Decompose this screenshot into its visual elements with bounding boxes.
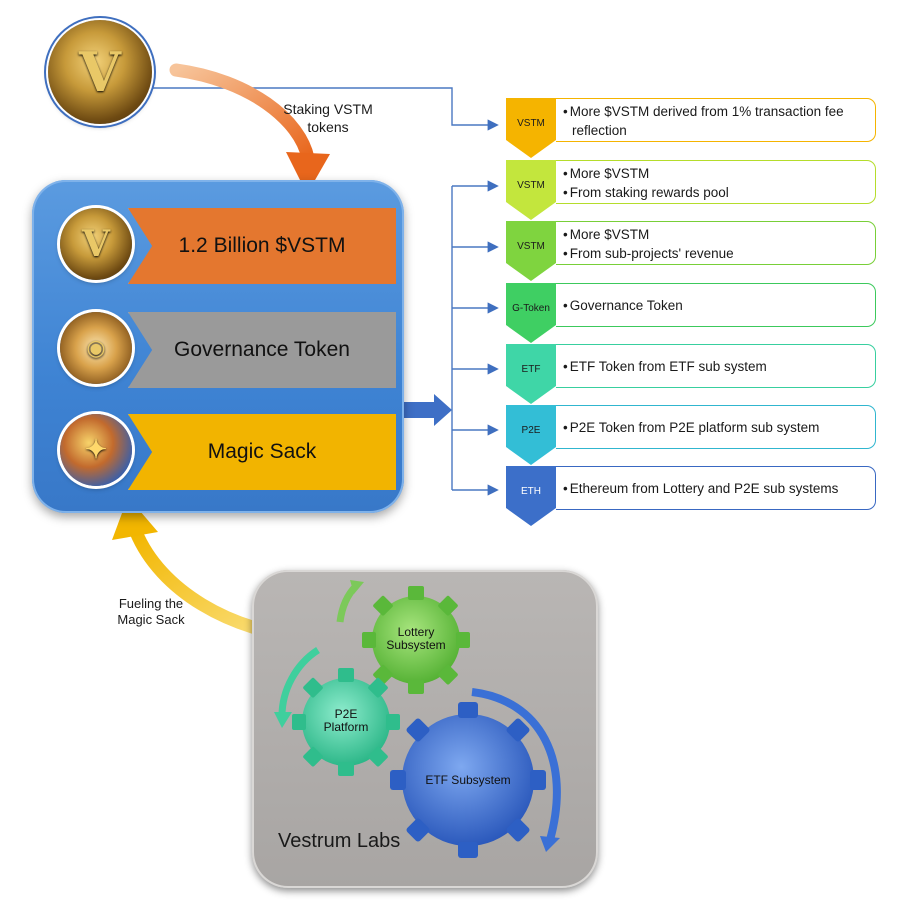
- benefit-box-reflection: More $VSTM derived from 1% transaction f…: [556, 98, 876, 142]
- token-bar-label: 1.2 Billion $VSTM: [178, 234, 346, 257]
- benefit-line: Governance Token: [563, 296, 869, 315]
- benefit-box-p2e: P2E Token from P2E platform sub system: [556, 405, 876, 449]
- benefit-line: More $VSTM derived from 1% transaction f…: [563, 102, 869, 121]
- benefit-box-eth: Ethereum from Lottery and P2E sub system…: [556, 466, 876, 510]
- benefit-line: More $VSTM: [563, 164, 869, 183]
- p2e-gear-icon: [292, 668, 400, 776]
- staking-label: Staking VSTM tokens: [283, 101, 373, 135]
- token-bar-vstm: 1.2 Billion $VSTM: [128, 208, 396, 284]
- benefit-box-staking: More $VSTM From staking rewards pool: [556, 160, 876, 204]
- staking-arrow: [169, 63, 315, 165]
- token-bar-governance: Governance Token: [128, 312, 396, 388]
- panel-to-bus-arrow: [404, 394, 452, 426]
- benefit-box-etf: ETF Token from ETF sub system: [556, 344, 876, 388]
- benefit-line: reflection: [572, 122, 627, 138]
- etf-gear-label: ETF Subsystem: [425, 773, 511, 787]
- token-bar-magic-sack: Magic Sack: [128, 414, 396, 490]
- benefit-line: P2E Token from P2E platform sub system: [563, 418, 869, 437]
- benefit-line: From staking rewards pool: [563, 183, 869, 202]
- token-bar-label: Magic Sack: [207, 440, 317, 463]
- benefit-box-revenue: More $VSTM From sub-projects' revenue: [556, 221, 876, 265]
- governance-coin-icon: ◉: [60, 312, 132, 384]
- blue-rotation-arrow: [471, 688, 561, 842]
- magic-sack-icon: ✦: [60, 414, 132, 486]
- etf-gear-icon: [390, 702, 546, 858]
- lottery-gear-icon: [362, 586, 470, 694]
- benefit-box-governance: Governance Token: [556, 283, 876, 327]
- token-bar-label: Governance Token: [174, 338, 350, 361]
- benefit-line: From sub-projects' revenue: [563, 244, 869, 263]
- vstm-coin-icon: V: [60, 208, 132, 280]
- teal-rotation-arrow: [278, 647, 320, 717]
- lottery-gear-label: Lottery Subsystem: [386, 625, 446, 652]
- benefit-line: Ethereum from Lottery and P2E sub system…: [563, 479, 869, 498]
- vestrum-labs-title: Vestrum Labs: [278, 830, 401, 852]
- coin-to-vstm-connector: [140, 87, 499, 131]
- benefit-line: ETF Token from ETF sub system: [563, 357, 869, 376]
- vstm-coin-icon: V: [48, 20, 152, 124]
- fueling-label: Fueling the Magic Sack: [117, 596, 185, 627]
- p2e-gear-label: P2E Platform: [323, 707, 369, 734]
- benefit-line: More $VSTM: [563, 225, 869, 244]
